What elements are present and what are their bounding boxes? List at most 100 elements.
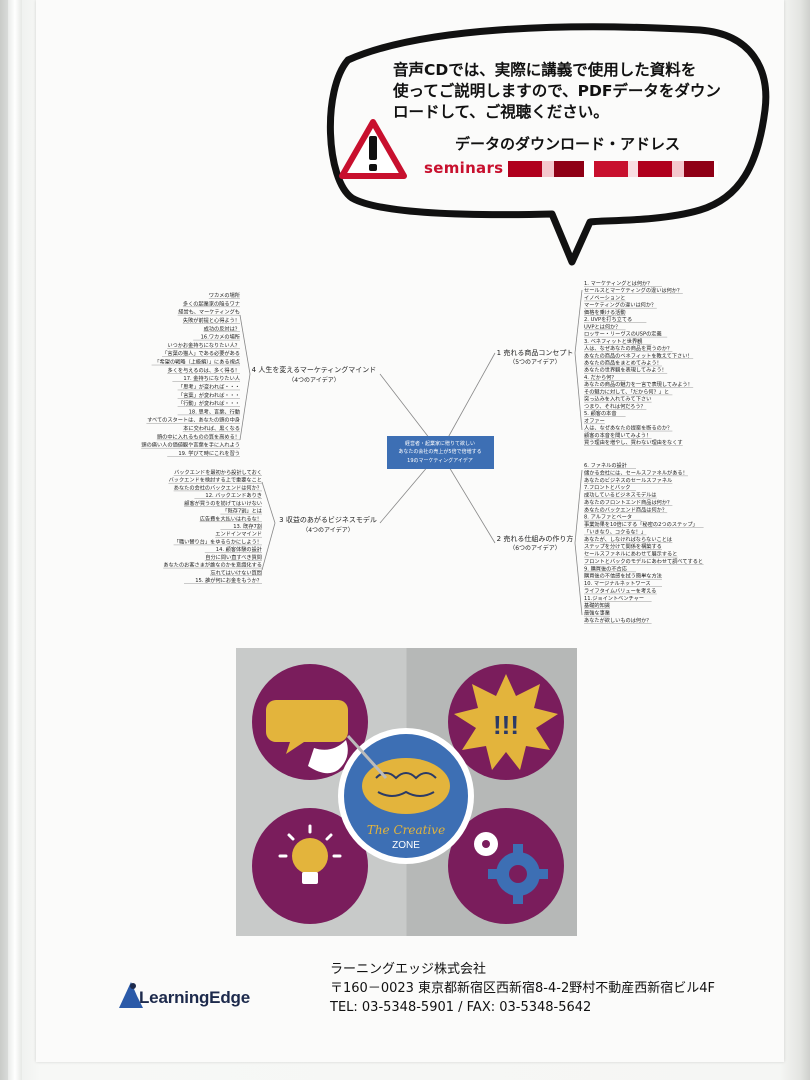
company-tel-fax: TEL: 03-5348-5901 / FAX: 03-5348-5642 bbox=[330, 1000, 592, 1015]
mindmap-leaf: ワカメの場所 bbox=[209, 291, 240, 299]
mindmap-leaf: 失敗が前提と心得よう！ bbox=[183, 316, 240, 324]
mindmap-leaf: あなたのお客さまが誰なのかを意識化する bbox=[163, 561, 262, 569]
mindmap-leaf: ライフタイムバリューを考える bbox=[584, 586, 656, 594]
mindmap-leaf: 8. アルファとベータ bbox=[584, 513, 632, 521]
company-address: 〒160－0023 東京都新宿区西新宿8-4-2野村不動産西新宿ビル4F bbox=[330, 981, 715, 996]
mindmap-leaf: 9. 購買後の不合応 bbox=[584, 564, 628, 572]
mindmap-leaf: 顧客の本音を聞いてみよう！ bbox=[584, 431, 651, 439]
mindmap-leaf: 15. 誰が何にお金をもうか？ bbox=[195, 576, 262, 584]
branch-1-title: 1 売れる商品コンセプト bbox=[497, 348, 574, 357]
mindmap-leaf: 6. ファネルの設計 bbox=[584, 461, 627, 469]
mindmap-leaf: すべてのスタートは、あなたの頭の中身 bbox=[147, 416, 240, 424]
mindmap-leaf: 「希望の戦略（上級編）」にある視点 bbox=[154, 358, 240, 366]
branch-4-sub: （4つのアイデア） bbox=[288, 376, 340, 384]
mindmap-leaf: フロントとバックのモデルにあわせて調べてすると bbox=[584, 557, 703, 565]
company-name: ラーニングエッジ株式会社 bbox=[330, 962, 487, 977]
logo-text: LearningEdge bbox=[139, 988, 250, 1007]
mindmap-leaf: 頭の中に入れるものの質を高める！ bbox=[157, 432, 240, 440]
mindmap-leaf: 16.ワカメの場所 bbox=[201, 333, 240, 341]
branch-2-sub: （6つのアイデア） bbox=[509, 544, 561, 552]
mindmap-leaf: いつかお金持ちになりたい人？ bbox=[167, 341, 240, 349]
mindmap-leaf: あなたが、しなければならないことは bbox=[584, 535, 672, 543]
mindmap-leaf: 人は、なぜあなたの商品を買うのか？ bbox=[584, 344, 672, 352]
branch-2-title: 2 売れる仕組みの作り方 bbox=[497, 534, 574, 543]
mindmap-leaf: 10. マージナルネットワース bbox=[584, 580, 651, 587]
mindmap-leaf: あなたが欲しいものは何か？ bbox=[584, 616, 651, 624]
speech-bubbles-icon bbox=[266, 700, 348, 774]
mindmap-leaf: オファー bbox=[584, 417, 605, 424]
mindmap-leaf: その魅力に対して、「だから何？」と bbox=[584, 387, 669, 395]
mindmap-leaf: 「思考」が変われば・・・ bbox=[178, 382, 240, 390]
mindmap-leaf: 人は、なぜあなたの提案を断るのか？ bbox=[584, 424, 672, 432]
creative-zone-artwork: !!! The Creative ZONE bbox=[236, 648, 577, 936]
mindmap-leaf: 購買後の不信感を拭う簡単な方法 bbox=[584, 572, 662, 580]
mindmap-leaf: エンドインマインド bbox=[215, 531, 262, 538]
branch-3-sub: （4つのアイデア） bbox=[302, 526, 354, 534]
mindmap-leaf: バックエンドを検討する上で重要なこと bbox=[169, 476, 262, 484]
mindmap-leaf: イノベーションと bbox=[584, 294, 625, 301]
mindmap-leaf: あなたの会社のバックエンドは何か？ bbox=[174, 483, 262, 491]
mindmap-leaf: 広告費を大払いはれるな！ bbox=[200, 514, 262, 522]
center-line-2: あなたの会社の売上が5倍で倍増する bbox=[398, 448, 481, 455]
redacted-url bbox=[508, 161, 718, 177]
warning-triangle-icon bbox=[339, 119, 407, 179]
mindmap-leaf: セールスファネルにあわせて展示すると bbox=[584, 551, 677, 558]
branch-2: 2 売れる仕組みの作り方 （6つのアイデア） bbox=[497, 534, 574, 552]
mindmap-leaf: あなたの商品をまとめてみよう！ bbox=[584, 359, 662, 367]
mindmap: 経営者・起業家に贈りて欲しい あなたの会社の売上が5倍で倍増する 19のマーケテ… bbox=[141, 279, 704, 624]
mindmap-leaf: つまり、それは何だろう？ bbox=[584, 402, 646, 410]
mindmap-leaf: 突っ込みを入れてみて下さい bbox=[584, 395, 651, 403]
notice-line-2: 使ってご説明しますので、PDFデータをダウン bbox=[393, 82, 721, 100]
mindmap-leaf: ロッサー・リーヴスのUSPの定義 bbox=[584, 330, 662, 338]
burst-exclaim: !!! bbox=[493, 710, 519, 740]
mindmap-leaf: 基礎的知識 bbox=[584, 601, 610, 609]
center-line-1: 経営者・起業家に贈りて欲しい bbox=[405, 440, 475, 447]
mindmap-leaf: あなたの商品の魅力を一言で表現してみよう！ bbox=[584, 380, 693, 388]
art-title-1: The Creative bbox=[367, 823, 445, 837]
mindmap-right-top-leaves: 1. マーケティングとは何か？セールスとマーケティングの違いは何か？イノベーショ… bbox=[584, 279, 694, 446]
company-info: ラーニングエッジ株式会社 〒160－0023 東京都新宿区西新宿8-4-2野村不… bbox=[330, 960, 715, 1017]
mindmap-leaf: 多くを与えるのは、多く得る！ bbox=[168, 366, 240, 374]
mindmap-leaf: 成功の反対は？ bbox=[204, 324, 240, 332]
brain-icon bbox=[346, 734, 450, 814]
mindmap-leaf: 3. ベネフィットと世界観 bbox=[584, 337, 642, 345]
notice-speech-bubble bbox=[326, 23, 770, 266]
mindmap-leaf: 経営も、マーケティングも bbox=[178, 308, 240, 316]
art-title-2: ZONE bbox=[392, 840, 420, 851]
creative-zone-illustration: !!! The Creative ZONE bbox=[252, 664, 564, 924]
mindmap-center-node: 経営者・起業家に贈りて欲しい あなたの会社の売上が5倍で倍増する 19のマーケテ… bbox=[387, 436, 494, 469]
branch-1-sub: （5つのアイデア） bbox=[509, 358, 561, 366]
mindmap-leaf: 最強な事業 bbox=[584, 609, 610, 617]
mindmap-leaf: 13. 既存7割 bbox=[233, 522, 262, 530]
mindmap-leaf: セールスとマーケティングの違いは何か？ bbox=[584, 286, 682, 294]
learningedge-logo-icon bbox=[119, 982, 143, 1008]
mindmap-right-bottom-leaves: 6. ファネルの設計儲かる会社には、セールスファネルがある！あなたのビジネスのセ… bbox=[584, 461, 704, 624]
mindmap-leaf: 14. 顧客体験の設計 bbox=[216, 545, 262, 553]
branch-3-title: 3 収益のあがるビジネスモデル bbox=[279, 515, 377, 524]
mindmap-leaf: あなたのフロントエンド商品は何か？ bbox=[584, 498, 672, 506]
notice-line-1: 音声CDでは、実際に講義で使用した資料を bbox=[393, 61, 697, 79]
lightbulb-icon bbox=[278, 824, 342, 884]
mindmap-leaf: 顧客が買うのを妨げてはいけない bbox=[184, 499, 262, 507]
mindmap-leaf: 「職い替り台」をゆるらかにしよう！ bbox=[174, 537, 262, 545]
mindmap-leaf: あなたのバックエンド商品は何か？ bbox=[584, 505, 667, 513]
mindmap-leaf: UVPとは何か？ bbox=[584, 322, 620, 330]
mindmap-leaf: 頭の痛い人の価値観や言葉を手に入れよう bbox=[141, 441, 240, 449]
mindmap-leaf: マーケティングの違いは何か？ bbox=[584, 301, 656, 309]
mindmap-leaf: ステップを分けて関係を構築する bbox=[584, 542, 662, 550]
mindmap-leaf: 多くの起業家の陥るワナ bbox=[183, 299, 240, 307]
mindmap-leaf: 11.ジョイントベンチャー bbox=[584, 595, 644, 602]
notice-text: 音声CDでは、実際に講義で使用した資料を 使ってご説明しますので、PDFデータを… bbox=[393, 60, 753, 123]
mindmap-leaf: あなたの世界観を表現してみよう！ bbox=[584, 366, 667, 374]
mindmap-leaf: 18. 思考、言葉、行動 bbox=[189, 407, 240, 415]
mindmap-leaf: 成功しているビジネスモデルは bbox=[584, 491, 656, 499]
download-url-prefix[interactable]: seminars bbox=[424, 159, 504, 177]
mindmap-left-bottom-leaves: バックエンドを最初から設計しておくバックエンドを検討する上で重要なことあなたの会… bbox=[163, 468, 262, 584]
mindmap-leaf: バックエンドを最初から設計しておく bbox=[174, 468, 262, 476]
mindmap-left-top-leaves: ワカメの場所多くの起業家の陥るワナ経営も、マーケティングも失敗が前提と心得よう！… bbox=[141, 291, 240, 457]
mindmap-leaf: 5. 顧客の本音 bbox=[584, 409, 617, 417]
mindmap-leaf: 本に交われば、黒くなる bbox=[183, 424, 240, 432]
mindmap-leaf: 事業効果を10倍にする「秘密の2つのステップ」 bbox=[584, 520, 698, 528]
mindmap-leaf: 買う理由を増やし、買わない理由をなくす bbox=[584, 438, 683, 446]
gears-icon bbox=[474, 832, 548, 904]
